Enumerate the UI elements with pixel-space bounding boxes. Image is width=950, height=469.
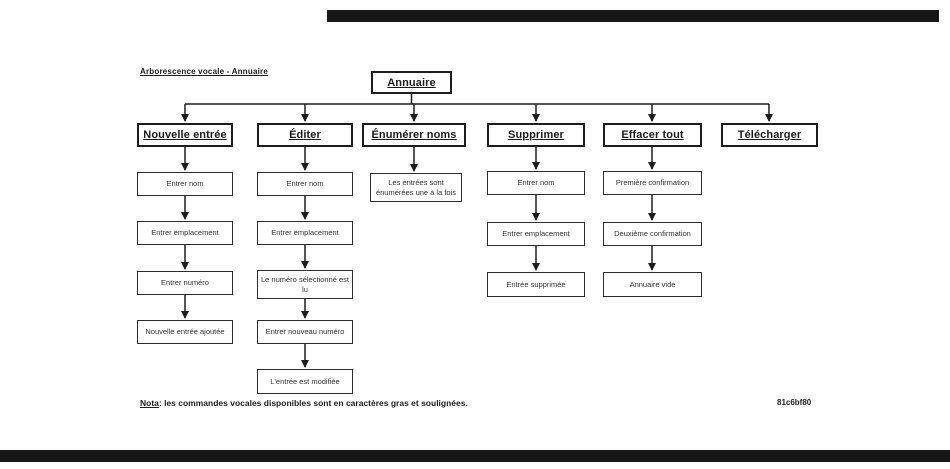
step-box: Le numéro sélectionné est lu (257, 270, 353, 299)
step-box: Entrer numéro (137, 271, 233, 295)
page-top-rule (327, 10, 939, 22)
header-effacer-tout: Effacer tout (603, 123, 702, 147)
footnote-label: Nota (140, 398, 159, 408)
step-box: Entrer nouveau numéro (257, 320, 353, 344)
step-box: Première confirmation (603, 171, 702, 195)
step-box: Entrée supprimée (487, 272, 585, 297)
step-box: L'entrée est modifiée (257, 369, 353, 394)
step-box: Entrer emplacement (257, 221, 353, 245)
step-box: Deuxième confirmation (603, 222, 702, 246)
step-box: Entrer nom (487, 171, 585, 195)
step-box: Entrer nom (137, 172, 233, 196)
step-box: Entrer emplacement (487, 222, 585, 246)
footnote: Nota: les commandes vocales disponibles … (140, 398, 468, 408)
header-enumerer-noms: Énumérer noms (362, 123, 466, 147)
step-box: Nouvelle entrée ajoutée (137, 320, 233, 344)
diagram-title: Arborescence vocale - Annuaire (140, 67, 268, 76)
header-nouvelle-entree: Nouvelle entrée (137, 123, 233, 147)
header-telecharger: Télécharger (721, 123, 818, 147)
footnote-text: : les commandes vocales disponibles sont… (158, 398, 468, 408)
step-box: Entrer emplacement (137, 221, 233, 245)
header-supprimer: Supprimer (487, 123, 585, 147)
reference-code: 81c6bf80 (777, 398, 812, 407)
step-box: Annuaire vide (603, 272, 702, 297)
root-node-annuaire: Annuaire (371, 71, 452, 94)
step-box: Entrer nom (257, 172, 353, 196)
page-bottom-rule (0, 450, 950, 462)
step-box: Les entrées sont énumérées une à la fois (370, 173, 462, 202)
header-editer: Éditer (257, 123, 353, 147)
